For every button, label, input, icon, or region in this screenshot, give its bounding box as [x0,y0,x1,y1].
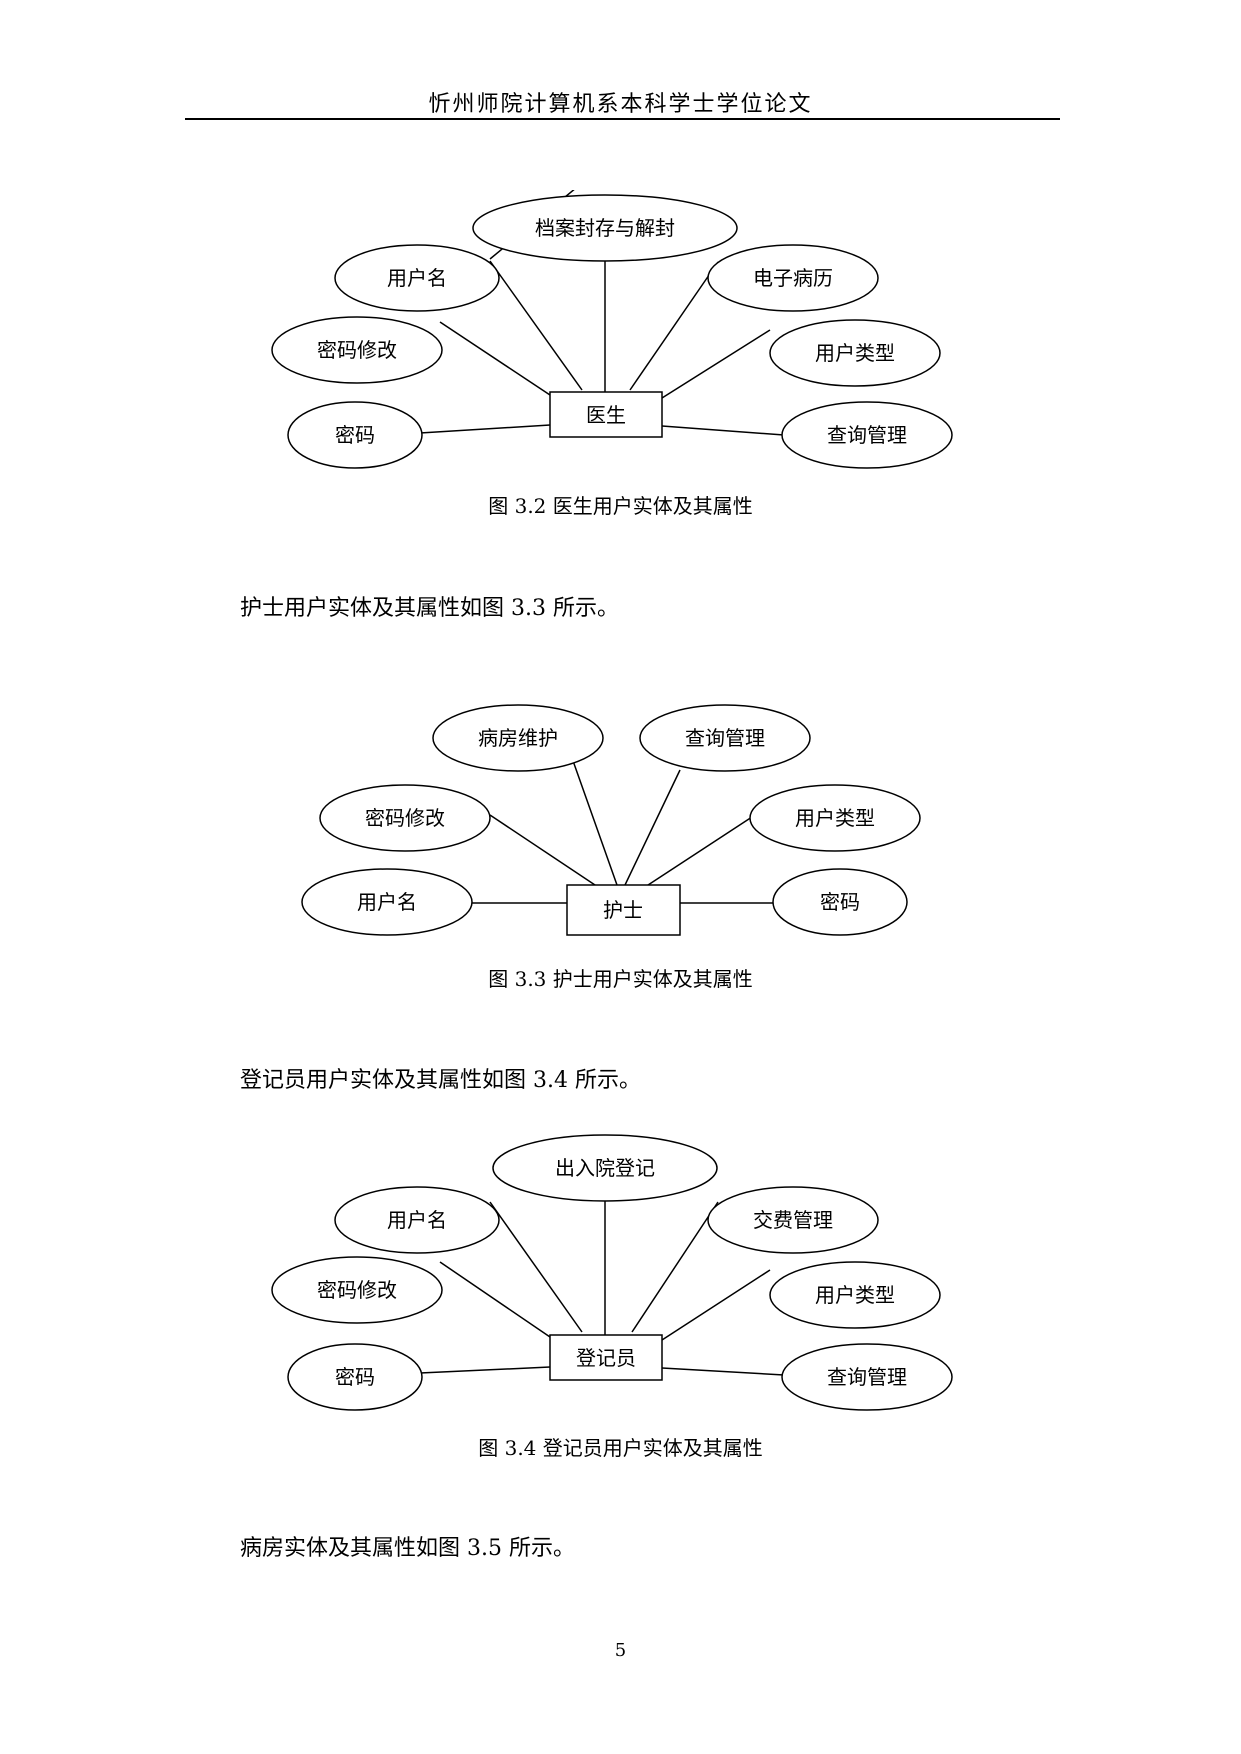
attribute-ellipse [772,868,908,936]
header-rule [185,118,1060,120]
connector-line [644,814,756,888]
attribute-ellipse [781,401,953,469]
body-paragraph: 登记员用户实体及其属性如图 3.4 所示。 [240,1068,641,1093]
connector-line [489,260,583,391]
attribute-ellipse [707,244,879,312]
entity-box [549,1334,663,1381]
attribute-ellipse [492,1134,718,1202]
connector-line [629,261,719,391]
attribute-label: 出入院登记 [555,1156,655,1180]
er-diagram-registrar: 出入院登记 用户名 交费管理 密码修改 用户类型 密码 查询管理 登记员 [271,1134,953,1411]
page-number: 5 [614,1640,627,1661]
connector-line [489,1201,583,1333]
entity-label: 登记员 [576,1346,636,1370]
attribute-ellipse [432,704,604,772]
connector-line [661,329,771,399]
entity-label: 护士 [603,898,643,922]
connector-line [661,1269,771,1341]
connector-line [631,1201,719,1333]
attribute-label: 档案封存与解封 [535,216,675,240]
attribute-ellipse [271,316,443,384]
body-paragraph: 病房实体及其属性如图 3.5 所示。 [240,1536,575,1561]
attribute-label: 查询管理 [827,1365,907,1389]
attribute-label: 查询管理 [685,726,765,750]
body-paragraph: 护士用户实体及其属性如图 3.3 所示。 [240,596,619,621]
attribute-ellipse [287,1343,423,1411]
connector-line [439,321,551,396]
attribute-label: 用户类型 [795,806,875,830]
attribute-label: 交费管理 [753,1208,833,1232]
attribute-label: 密码修改 [317,338,397,362]
figure-caption: 图 3.2 医生用户实体及其属性 [488,494,753,518]
attribute-ellipse [781,1343,953,1411]
attribute-label: 用户名 [387,266,447,290]
entity-box [549,391,663,438]
attribute-ellipse [639,704,811,772]
entity-label: 医生 [586,403,626,427]
connector-line [624,769,681,886]
attribute-ellipse [769,319,941,387]
entity-box [566,884,681,936]
attribute-ellipse [319,784,491,852]
attribute-ellipse [769,1261,941,1329]
attribute-label: 查询管理 [827,423,907,447]
attribute-label: 密码修改 [365,806,445,830]
attribute-label: 电子病历 [753,266,833,290]
attribute-ellipse [271,1256,443,1324]
er-diagram-doctor: 档案封存与解封 用户名 电子病历 密码修改 用户类型 密码 查询管理 医生 [271,190,953,469]
attribute-label: 密码 [820,890,860,914]
attribute-label: 用户名 [387,1208,447,1232]
attribute-label: 密码 [335,1365,375,1389]
connector-line [661,425,785,436]
figure-caption: 图 3.3 护士用户实体及其属性 [488,967,753,991]
attribute-ellipse [472,194,738,262]
er-diagram-nurse: 病房维护 查询管理 密码修改 用户类型 用户名 密码 护士 [301,704,921,936]
connector-line [419,1366,551,1374]
connector-line [571,757,618,886]
connector-line [439,1261,551,1338]
running-header: 忻州师院计算机系本科学士学位论文 [428,92,813,117]
connector-line [661,1367,785,1376]
attribute-ellipse [749,784,921,852]
attribute-label: 用户类型 [815,341,895,365]
attribute-label: 用户类型 [815,1283,895,1307]
attribute-ellipse [334,1186,500,1254]
attribute-ellipse [707,1186,879,1254]
attribute-ellipse [287,401,423,469]
attribute-ellipse [301,868,473,936]
figure-caption: 图 3.4 登记员用户实体及其属性 [478,1436,763,1460]
attribute-label: 密码修改 [317,1278,397,1302]
connector-line [489,814,599,888]
connector-line [419,424,551,434]
attribute-label: 病房维护 [478,726,558,750]
attribute-label: 密码 [335,423,375,447]
attribute-ellipse [334,244,500,312]
attribute-label: 用户名 [357,890,417,914]
